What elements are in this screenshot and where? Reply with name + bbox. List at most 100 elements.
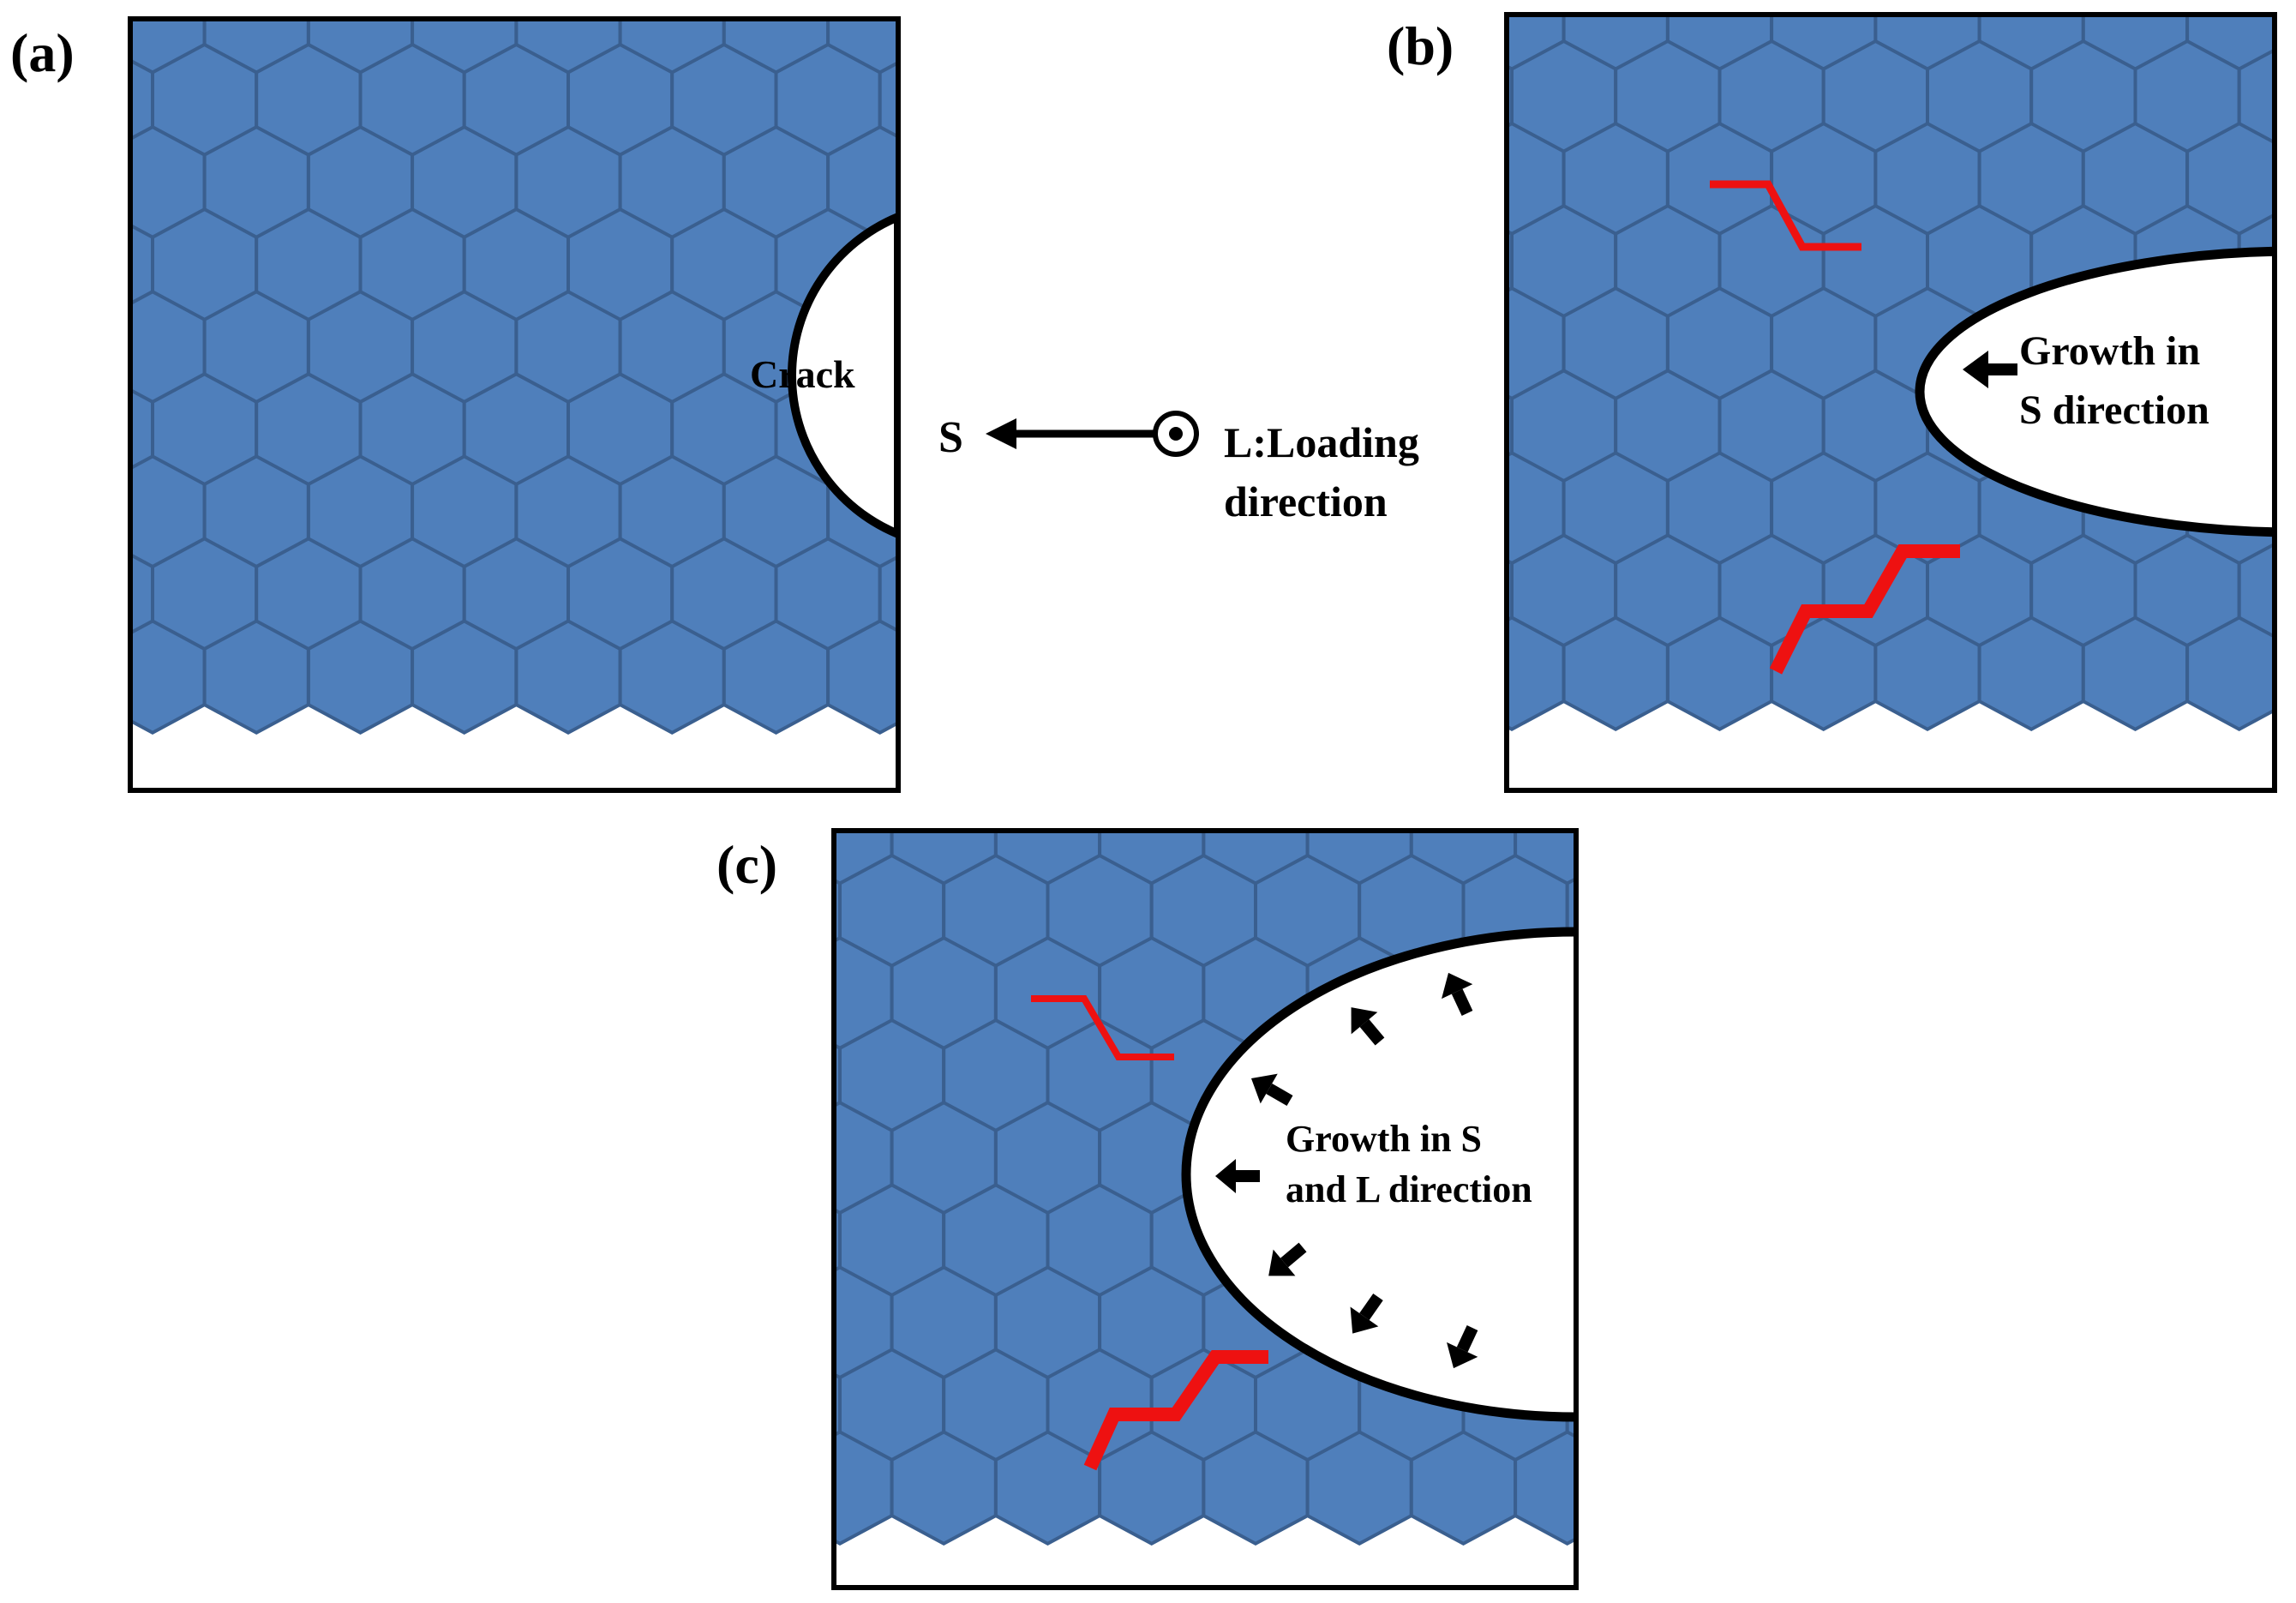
growth-arrow-icon (1215, 1159, 1260, 1193)
s-axis-label: S (938, 413, 963, 462)
grain (932, 621, 1035, 733)
grain (1507, 558, 1514, 624)
grain (1775, 1020, 1879, 1132)
panel-a-border (128, 16, 901, 793)
grain (1671, 1185, 1775, 1296)
grain (984, 45, 1088, 156)
grain (834, 1207, 842, 1274)
grain (1359, 691, 1463, 802)
grain (1191, 45, 1295, 156)
grain (2291, 618, 2296, 729)
l-axis-label-line2: direction (1224, 477, 1388, 525)
grain (2237, 542, 2275, 640)
grain (1775, 856, 1879, 967)
grain (1088, 45, 1191, 156)
panel-a: (a) Crack (0, 0, 1295, 793)
grain-field-a (0, 0, 1295, 735)
grain (1191, 209, 1295, 321)
grain (684, 1267, 788, 1378)
crack-b (1915, 246, 2275, 537)
arrow-left-icon-head (986, 418, 1016, 449)
grain (1191, 538, 1295, 650)
grain (1723, 1102, 1827, 1214)
grain (2291, 288, 2296, 399)
grain (1036, 291, 1140, 403)
panel-label-c: (c) (716, 834, 777, 895)
grain-field-b (1356, 0, 2296, 731)
grain (1619, 938, 1723, 1049)
grain (1671, 1020, 1775, 1132)
crack-label-b-line1: Growth in (2019, 328, 2200, 374)
growth-arrow-icon (1442, 972, 1473, 1016)
out-of-plane-dot-center (1169, 427, 1183, 441)
panel-label-a: (a) (10, 22, 75, 83)
panel-c-border (831, 828, 1579, 1590)
grain (1507, 229, 1514, 295)
grain (1723, 1267, 1827, 1378)
grain-boundary-crack-b1 (1710, 180, 1861, 251)
grain (1140, 621, 1244, 733)
grain (1565, 1371, 1576, 1440)
axis-indicator: S L:Loading direction (938, 411, 1419, 525)
grain (932, 127, 1035, 238)
grain (1565, 1206, 1576, 1276)
growth-arrow-icon (1963, 351, 2017, 388)
grain (984, 209, 1088, 321)
grain (1507, 393, 1514, 459)
grain (1036, 127, 1140, 238)
grain (1671, 856, 1775, 967)
grain (1256, 691, 1359, 802)
grain (834, 1372, 842, 1439)
panel-c: (c) Growth in S and L direction (684, 691, 1879, 1590)
grain (0, 456, 100, 567)
grain (684, 1102, 788, 1214)
crack-label-c-line2: and L direction (1286, 1168, 1532, 1210)
grain (878, 60, 898, 141)
grain (0, 127, 100, 238)
panel-b: (b) Growth in S direction (1356, 0, 2296, 793)
crack-label-b-line2: S direction (2019, 387, 2209, 433)
grain (1723, 1432, 1827, 1544)
grain (2237, 48, 2275, 147)
grain (932, 456, 1035, 567)
growth-arrow-icon (1351, 1007, 1385, 1046)
grain (0, 291, 100, 403)
grain (944, 691, 1047, 802)
grain (1048, 691, 1152, 802)
growth-arrow-icon (1350, 1293, 1383, 1334)
grain (1036, 621, 1140, 733)
grain (1140, 0, 1244, 74)
grain (1775, 1185, 1879, 1296)
crack-label-c-line1: Growth in S (1286, 1118, 1482, 1160)
grain (1140, 291, 1244, 403)
growth-arrow-icon (1250, 1073, 1293, 1107)
grain (984, 538, 1088, 650)
grain (1619, 1267, 1723, 1378)
grain (1152, 691, 1256, 802)
grain (826, 619, 898, 735)
grain (1356, 288, 1460, 399)
grain (1036, 0, 1140, 74)
grain (2291, 123, 2296, 235)
grain (1775, 1349, 1879, 1461)
grain (1036, 456, 1140, 567)
grain (878, 555, 898, 634)
grain (2291, 453, 2296, 564)
grain (2291, 0, 2296, 70)
grain (0, 621, 100, 733)
grain (684, 938, 788, 1049)
grain (1619, 1432, 1723, 1544)
growth-arrow-icon (1447, 1325, 1478, 1369)
grain (932, 0, 1035, 74)
grain (834, 1042, 842, 1109)
grain (2185, 615, 2275, 731)
grain (1088, 209, 1191, 321)
grain (1619, 1102, 1723, 1214)
grain-boundary-crack-b2 (1769, 544, 1960, 675)
grain (684, 1432, 788, 1544)
l-axis-label: L:Loading (1224, 418, 1419, 466)
grain (1356, 123, 1460, 235)
grain (1671, 1349, 1775, 1461)
grain (1140, 127, 1244, 238)
